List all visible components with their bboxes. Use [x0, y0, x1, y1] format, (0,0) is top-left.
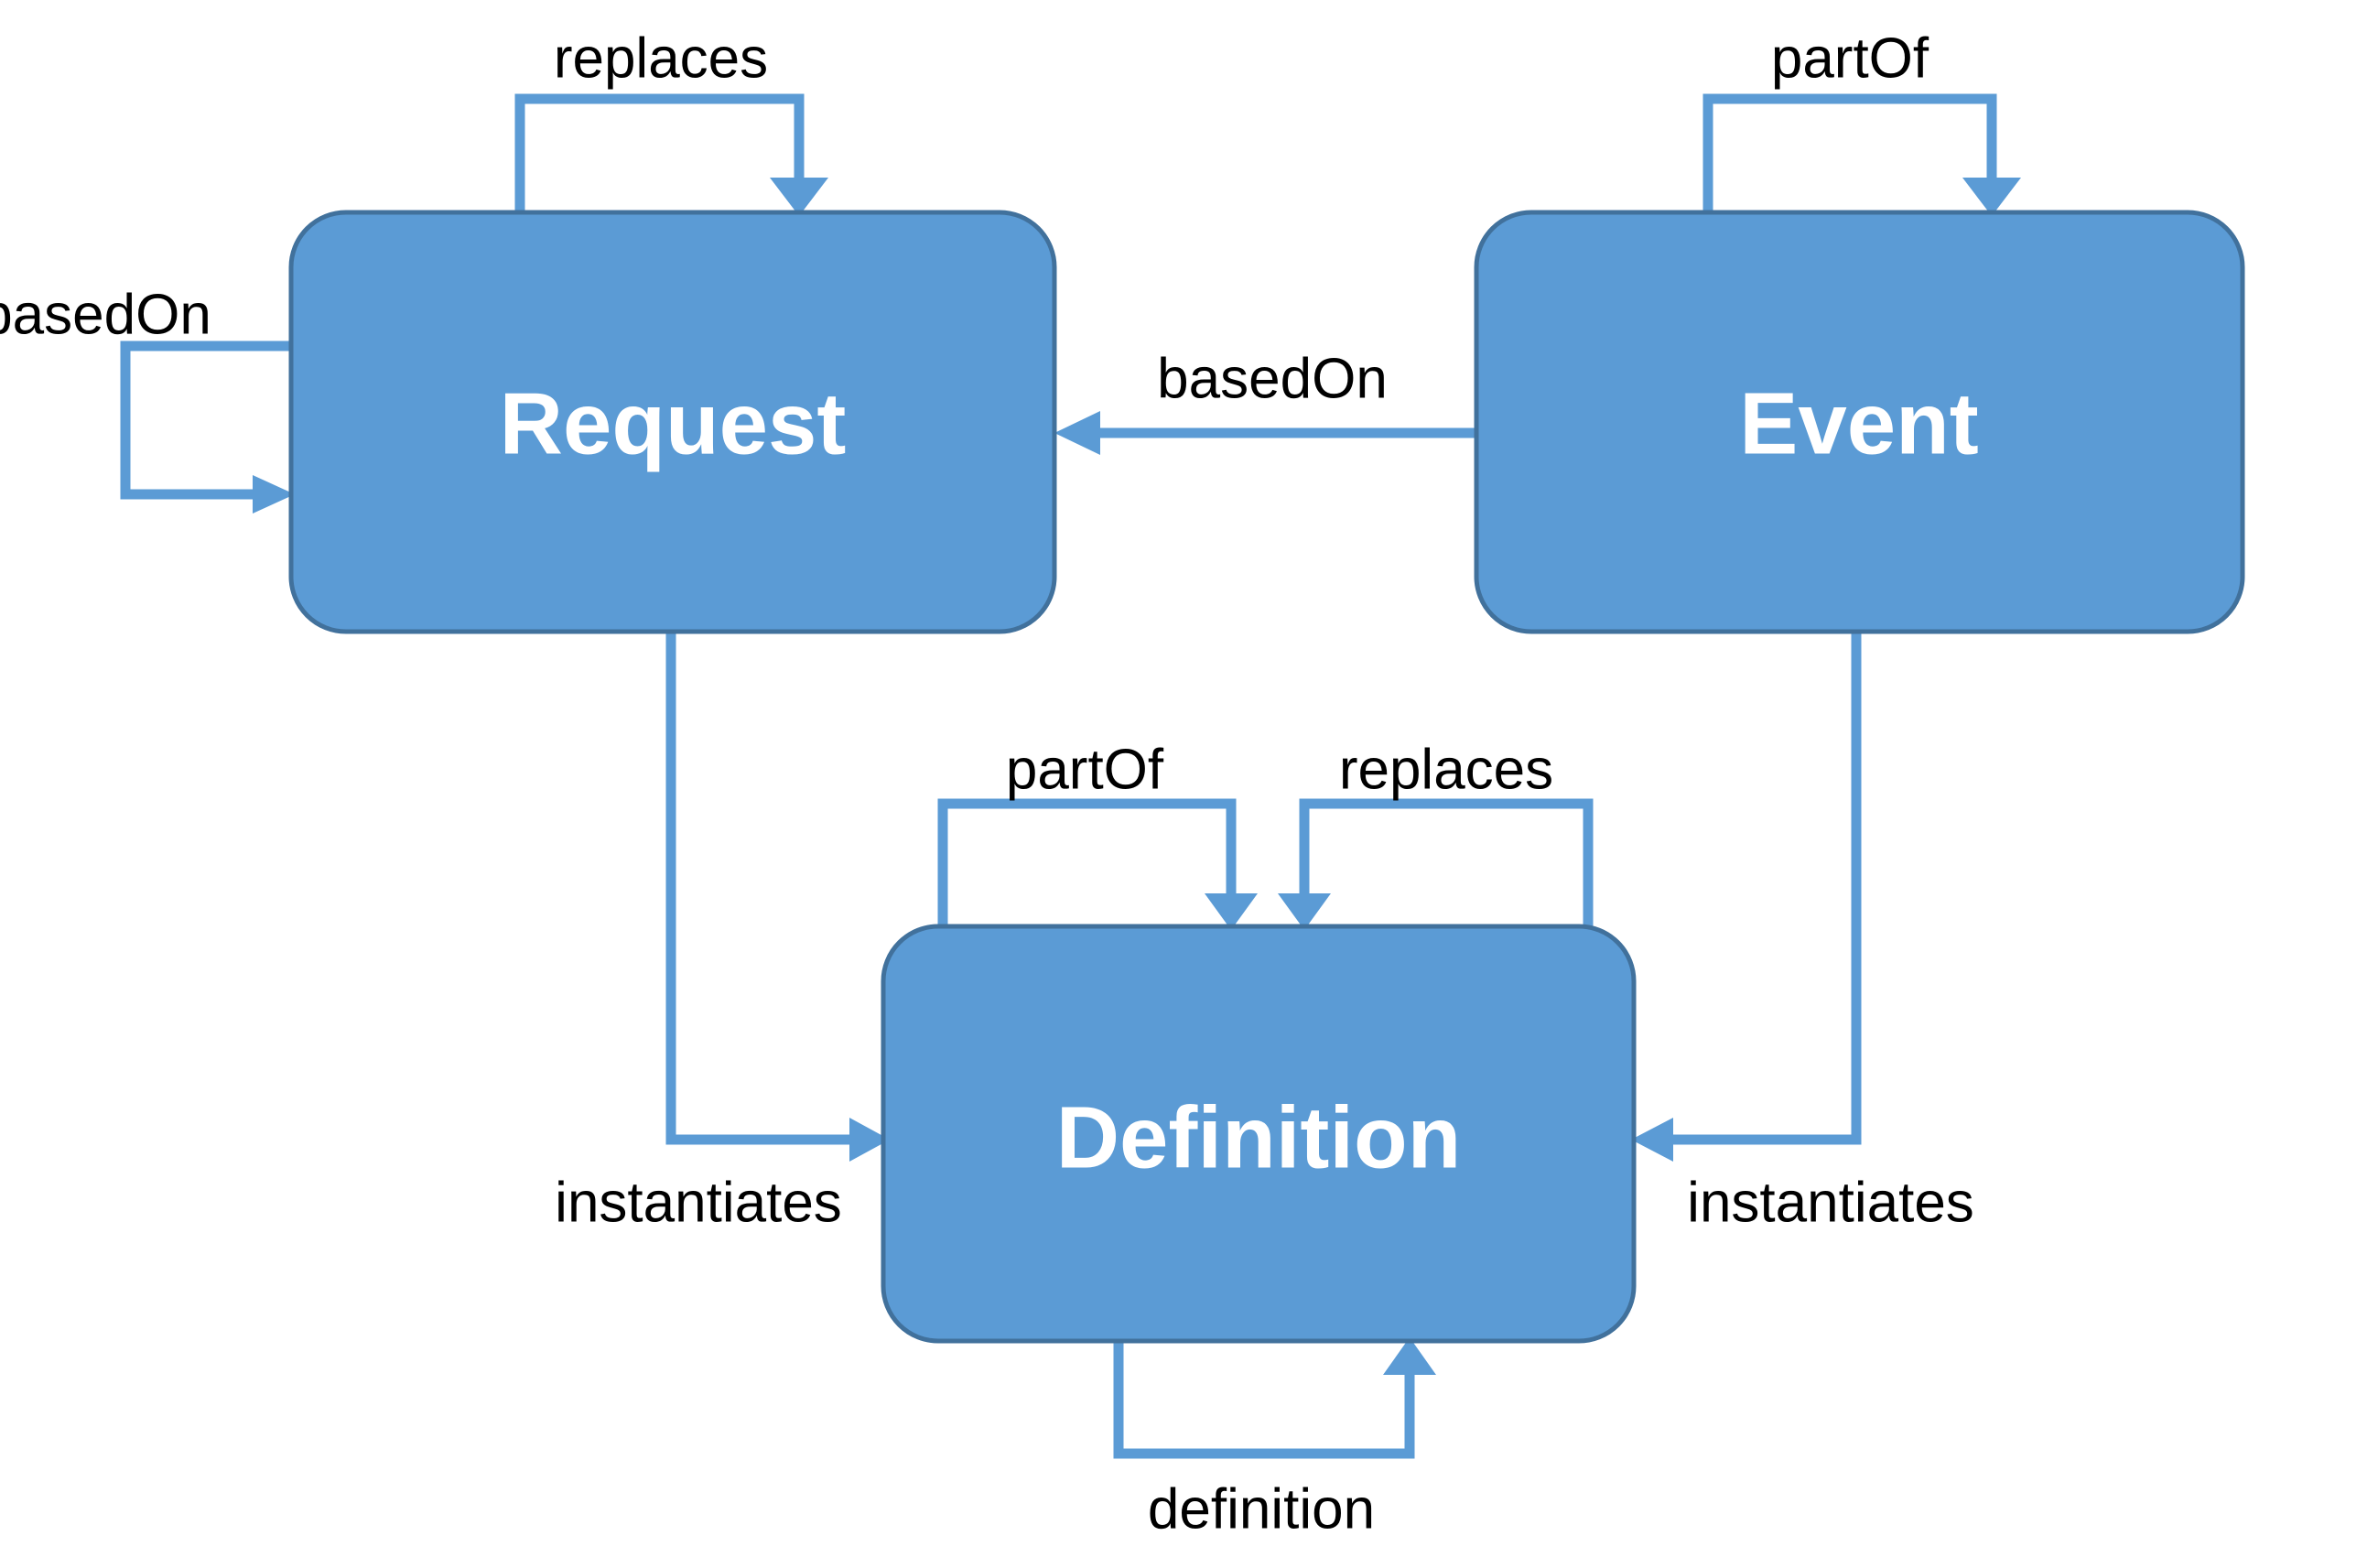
edge-label-request-replaces-self: replaces [554, 27, 768, 90]
edge-event-partof-self-arrowhead [1962, 178, 2021, 216]
node-definition[interactable]: Definition [881, 924, 1637, 1344]
edge-definition-partof-self-line [937, 798, 1237, 926]
edge-request-replaces-self [514, 93, 828, 216]
edge-event-instantiates-definition-line [1671, 632, 1862, 1145]
edge-label-event-partof-self: partOf [1771, 27, 1929, 90]
edge-request-instantiates-definition [665, 632, 890, 1162]
edge-label-definition-partof-self: partOf [1006, 738, 1164, 801]
edge-request-replaces-self-arrowhead [770, 178, 828, 216]
edge-definition-definition-self [1113, 1337, 1436, 1459]
edge-definition-partof-self [937, 798, 1258, 930]
edge-definition-partof-self-arrowhead [1205, 893, 1258, 930]
edge-label-definition-definition-self: definition [1148, 1477, 1375, 1541]
node-event[interactable]: Event [1474, 210, 2245, 634]
node-request-label: Request [500, 374, 847, 472]
node-definition-label: Definition [1056, 1088, 1462, 1186]
edge-event-partof-self-line [1702, 93, 1997, 212]
edge-label-event-basedon-request: basedOn [1157, 347, 1388, 410]
edge-event-basedon-request [1054, 411, 1476, 455]
edge-label-request-instantiates-definition: instantiates [555, 1171, 842, 1234]
edge-request-replaces-self-line [514, 93, 805, 212]
edge-event-basedon-request-arrowhead [1054, 411, 1100, 455]
edge-definition-replaces-self [1278, 798, 1594, 930]
node-event-label: Event [1739, 374, 1978, 472]
node-event-shape[interactable] [1474, 210, 2245, 634]
edge-event-instantiates-definition-arrowhead [1631, 1118, 1673, 1162]
node-definition-shape[interactable] [881, 924, 1637, 1344]
edge-request-instantiates-definition-arrowhead [849, 1118, 890, 1162]
edge-request-basedon-self-line [120, 341, 291, 500]
edge-label-definition-replaces-self: replaces [1339, 738, 1553, 801]
edge-event-instantiates-definition [1631, 632, 1862, 1162]
edge-request-basedon-self [120, 341, 295, 514]
edge-definition-definition-self-arrowhead [1383, 1337, 1436, 1375]
edge-request-instantiates-definition-line [665, 632, 851, 1145]
edge-definition-replaces-self-arrowhead [1278, 893, 1331, 930]
edge-definition-definition-self-line [1113, 1341, 1415, 1459]
edge-definition-replaces-self-line [1299, 798, 1594, 926]
edge-event-partof-self [1702, 93, 2021, 216]
edge-label-request-basedon-self: basedOn [0, 283, 211, 346]
node-request-shape[interactable] [288, 210, 1057, 634]
edge-request-basedon-self-arrowhead [253, 475, 295, 514]
node-request[interactable]: Request [288, 210, 1057, 634]
edge-label-event-instantiates-definition: instantiates [1687, 1171, 1974, 1234]
